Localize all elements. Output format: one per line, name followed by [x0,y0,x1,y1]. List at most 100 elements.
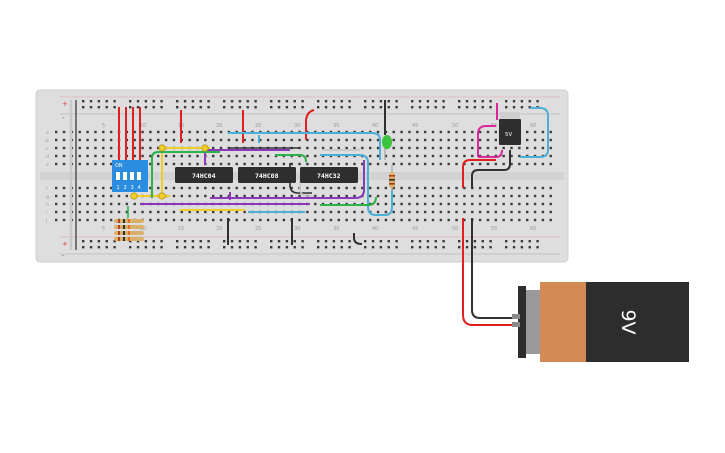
breadboard-hole[interactable] [133,138,136,142]
breadboard-hole[interactable] [329,218,333,222]
breadboard-hole[interactable] [133,210,136,214]
breadboard-hole[interactable] [180,194,183,198]
breadboard-hole[interactable] [259,186,262,190]
breadboard-hole[interactable] [518,162,521,166]
breadboard-hole[interactable] [277,240,281,243]
breadboard-hole[interactable] [62,154,66,158]
breadboard-hole[interactable] [387,246,390,249]
breadboard-hole[interactable] [82,106,85,109]
breadboard-hole[interactable] [314,202,317,206]
breadboard-hole[interactable] [431,218,435,222]
breadboard-hole[interactable] [473,240,477,243]
breadboard-hole[interactable] [520,106,524,109]
breadboard-hole[interactable] [549,146,552,150]
breadboard-hole[interactable] [439,194,443,198]
breadboard-hole[interactable] [243,138,246,142]
breadboard-hole[interactable] [384,210,388,214]
breadboard-hole[interactable] [62,138,66,142]
breadboard-hole[interactable] [376,210,380,214]
breadboard-hole[interactable] [528,100,531,103]
breadboard-hole[interactable] [306,218,309,222]
breadboard-hole[interactable] [235,162,238,166]
breadboard-hole[interactable] [117,194,121,198]
wire-junction[interactable] [130,192,138,200]
breadboard-hole[interactable] [481,100,484,103]
breadboard-hole[interactable] [188,130,191,134]
breadboard-hole[interactable] [86,146,89,150]
blue-wire[interactable] [228,132,381,160]
breadboard-hole[interactable] [149,138,152,142]
breadboard-hole[interactable] [505,100,508,103]
red-wire[interactable] [462,159,496,188]
breadboard-hole[interactable] [471,138,474,142]
breadboard-hole[interactable] [494,138,497,142]
dip-toggle-1[interactable] [116,172,120,180]
breadboard-hole[interactable] [416,162,419,166]
breadboard-hole[interactable] [408,138,411,142]
breadboard-hole[interactable] [62,218,66,222]
breadboard-hole[interactable] [188,186,191,190]
breadboard-hole[interactable] [376,194,380,198]
breadboard-hole[interactable] [463,146,466,150]
breadboard-hole[interactable] [526,186,529,190]
breadboard-hole[interactable] [533,146,537,150]
breadboard-hole[interactable] [301,246,304,249]
breadboard-hole[interactable] [518,146,521,150]
breadboard-hole[interactable] [442,246,445,249]
breadboard-hole[interactable] [392,138,395,142]
breadboard-hole[interactable] [447,154,450,158]
breadboard-hole[interactable] [458,246,461,249]
breadboard-hole[interactable] [447,194,450,198]
breadboard-hole[interactable] [400,218,403,222]
breadboard-hole[interactable] [353,186,356,190]
breadboard-hole[interactable] [512,100,516,103]
breadboard-hole[interactable] [426,246,430,249]
breadboard-hole[interactable] [164,186,168,190]
breadboard-hole[interactable] [447,218,450,222]
breadboard-hole[interactable] [518,186,521,190]
breadboard-hole[interactable] [502,218,505,222]
breadboard-hole[interactable] [400,194,403,198]
breadboard-hole[interactable] [416,146,419,150]
green-wire[interactable] [275,154,307,163]
breadboard-hole[interactable] [78,138,81,142]
breadboard-hole[interactable] [340,100,343,103]
breadboard-hole[interactable] [196,162,199,166]
breadboard-hole[interactable] [141,130,144,134]
breadboard-hole[interactable] [411,246,414,249]
breadboard-hole[interactable] [227,210,231,214]
breadboard-hole[interactable] [55,186,58,190]
breadboard-hole[interactable] [384,194,388,198]
breadboard-hole[interactable] [86,186,89,190]
breadboard-hole[interactable] [329,210,333,214]
breadboard-hole[interactable] [439,162,443,166]
blue-wire[interactable] [520,107,549,158]
breadboard-hole[interactable] [478,186,482,190]
breadboard-hole[interactable] [321,146,325,150]
breadboard-hole[interactable] [105,106,108,109]
breadboard-hole[interactable] [149,210,152,214]
breadboard-hole[interactable] [345,138,348,142]
resistor[interactable] [114,231,144,235]
breadboard-hole[interactable] [518,218,521,222]
breadboard-hole[interactable] [196,138,199,142]
breadboard-hole[interactable] [113,246,116,249]
breadboard-hole[interactable] [62,194,66,198]
breadboard-hole[interactable] [392,218,395,222]
breadboard-hole[interactable] [86,138,89,142]
breadboard-hole[interactable] [246,100,249,103]
purple-wire[interactable] [210,160,365,199]
breadboard-hole[interactable] [455,146,458,150]
breadboard-hole[interactable] [157,210,160,214]
breadboard-hole[interactable] [400,130,403,134]
breadboard-hole[interactable] [384,186,388,190]
breadboard-hole[interactable] [172,186,176,190]
breadboard-hole[interactable] [408,130,411,134]
breadboard-hole[interactable] [489,106,492,109]
breadboard-hole[interactable] [180,154,183,158]
breadboard-hole[interactable] [541,202,545,206]
breadboard-hole[interactable] [478,138,482,142]
breadboard-hole[interactable] [416,202,419,206]
breadboard-hole[interactable] [533,202,537,206]
breadboard-hole[interactable] [510,202,513,206]
